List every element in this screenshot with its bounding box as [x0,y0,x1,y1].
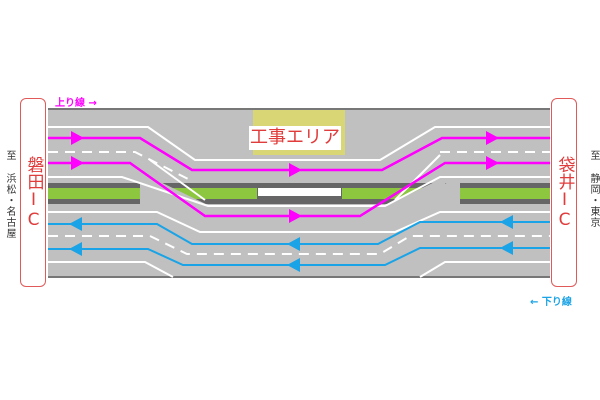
arrow-left-icon [69,217,82,231]
arrow-left-icon [500,215,513,229]
right-interchange-box: 袋井IC [551,98,577,287]
arrow-right-icon [71,156,84,170]
arrow-left-icon [500,241,513,255]
work-area-label: 工事エリア [249,126,341,150]
arrow-right-icon [289,163,302,177]
arrow-left-icon [287,258,300,272]
arrow-left-icon [69,242,82,256]
arrow-right-icon [289,209,302,223]
arrow-right-icon [486,156,499,170]
right-destination: 至 静岡・東京 [588,150,599,228]
left-ic-label: 磐田IC [23,155,44,230]
down-line-routes [48,221,550,266]
down-line-label: ← 下り線 [530,297,572,308]
down-arrows [69,215,513,272]
arrow-right-icon [486,131,499,145]
up-line-routes [48,136,550,218]
up-line-label: 上り線 → [55,98,97,109]
up-arrows [71,131,499,223]
right-ic-label: 袋井IC [554,155,575,230]
arrow-left-icon [287,237,300,251]
arrow-right-icon [71,131,84,145]
median-white-bar [258,188,341,196]
left-interchange-box: 磐田IC [20,98,46,287]
left-destination: 至 浜松・名古屋 [4,150,15,239]
